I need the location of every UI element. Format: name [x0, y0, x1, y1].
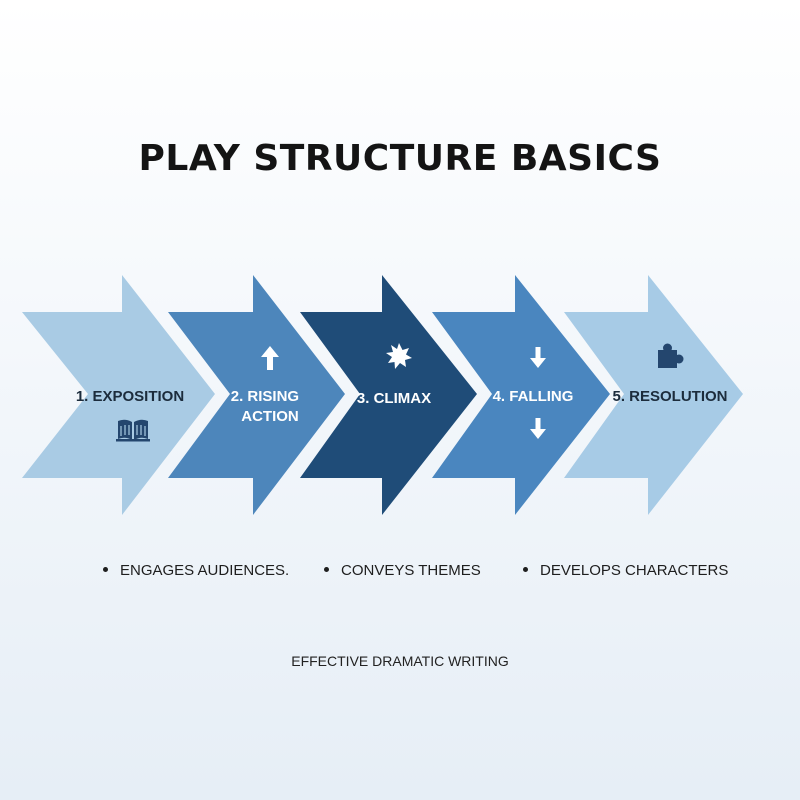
- stage-arrow-falling: 4. FALLING: [432, 275, 610, 515]
- stage-arrow-resolution: 5. RESOLUTION: [564, 275, 743, 515]
- arrow-shape-rising-action: [168, 275, 345, 515]
- benefit-bullet-text: ENGAGES AUDIENCES.: [120, 562, 290, 579]
- stage-label-climax: 3. CLIMAX: [357, 390, 431, 407]
- arrow-up-icon: [261, 346, 279, 370]
- arrow-shape-climax: [300, 275, 477, 515]
- stage-label-resolution: 5. RESOLUTION: [612, 388, 727, 405]
- bullet-dot-icon: [523, 566, 528, 572]
- benefit-bullet-text: DEVELOPS CHARACTERS: [540, 562, 729, 579]
- starburst-icon: [386, 343, 412, 369]
- benefit-bullet-list: ENGAGES AUDIENCES. CONVEYS THEMES DEVELO…: [0, 562, 800, 586]
- benefit-bullet-item: DEVELOPS CHARACTERS: [523, 562, 728, 579]
- page-title: PLAY STRUCTURE BASICS: [138, 138, 662, 179]
- puzzle-icon: [658, 343, 684, 368]
- stage-label-falling: 4. FALLING: [493, 388, 574, 405]
- stage-arrow-climax: 3. CLIMAX: [300, 275, 477, 515]
- stage-arrow-rising-action: 2. RISING ACTION: [168, 275, 345, 515]
- arrow-shape-exposition: [22, 275, 215, 515]
- benefit-bullet-item: CONVEYS THEMES: [324, 562, 481, 579]
- benefit-bullet-item: ENGAGES AUDIENCES.: [103, 562, 289, 579]
- arrow-shape-falling: [432, 275, 610, 515]
- stage-label-rising-action: 2. RISING ACTION: [231, 388, 304, 425]
- arrow-shape-resolution: [564, 275, 743, 515]
- benefit-bullet-text: CONVEYS THEMES: [341, 562, 481, 579]
- arrow-down-icon-top: [530, 347, 546, 368]
- arrow-down-icon-bottom: [530, 418, 546, 439]
- stage-label-exposition: 1. EXPOSITION: [76, 388, 184, 405]
- bullet-dot-icon: [103, 566, 108, 572]
- stage-arrow-exposition: 1. EXPOSITION: [22, 275, 215, 515]
- bullet-dot-icon: [324, 566, 329, 572]
- book-icon: [116, 419, 150, 442]
- footer-caption: EFFECTIVE DRAMATIC WRITING: [291, 653, 509, 669]
